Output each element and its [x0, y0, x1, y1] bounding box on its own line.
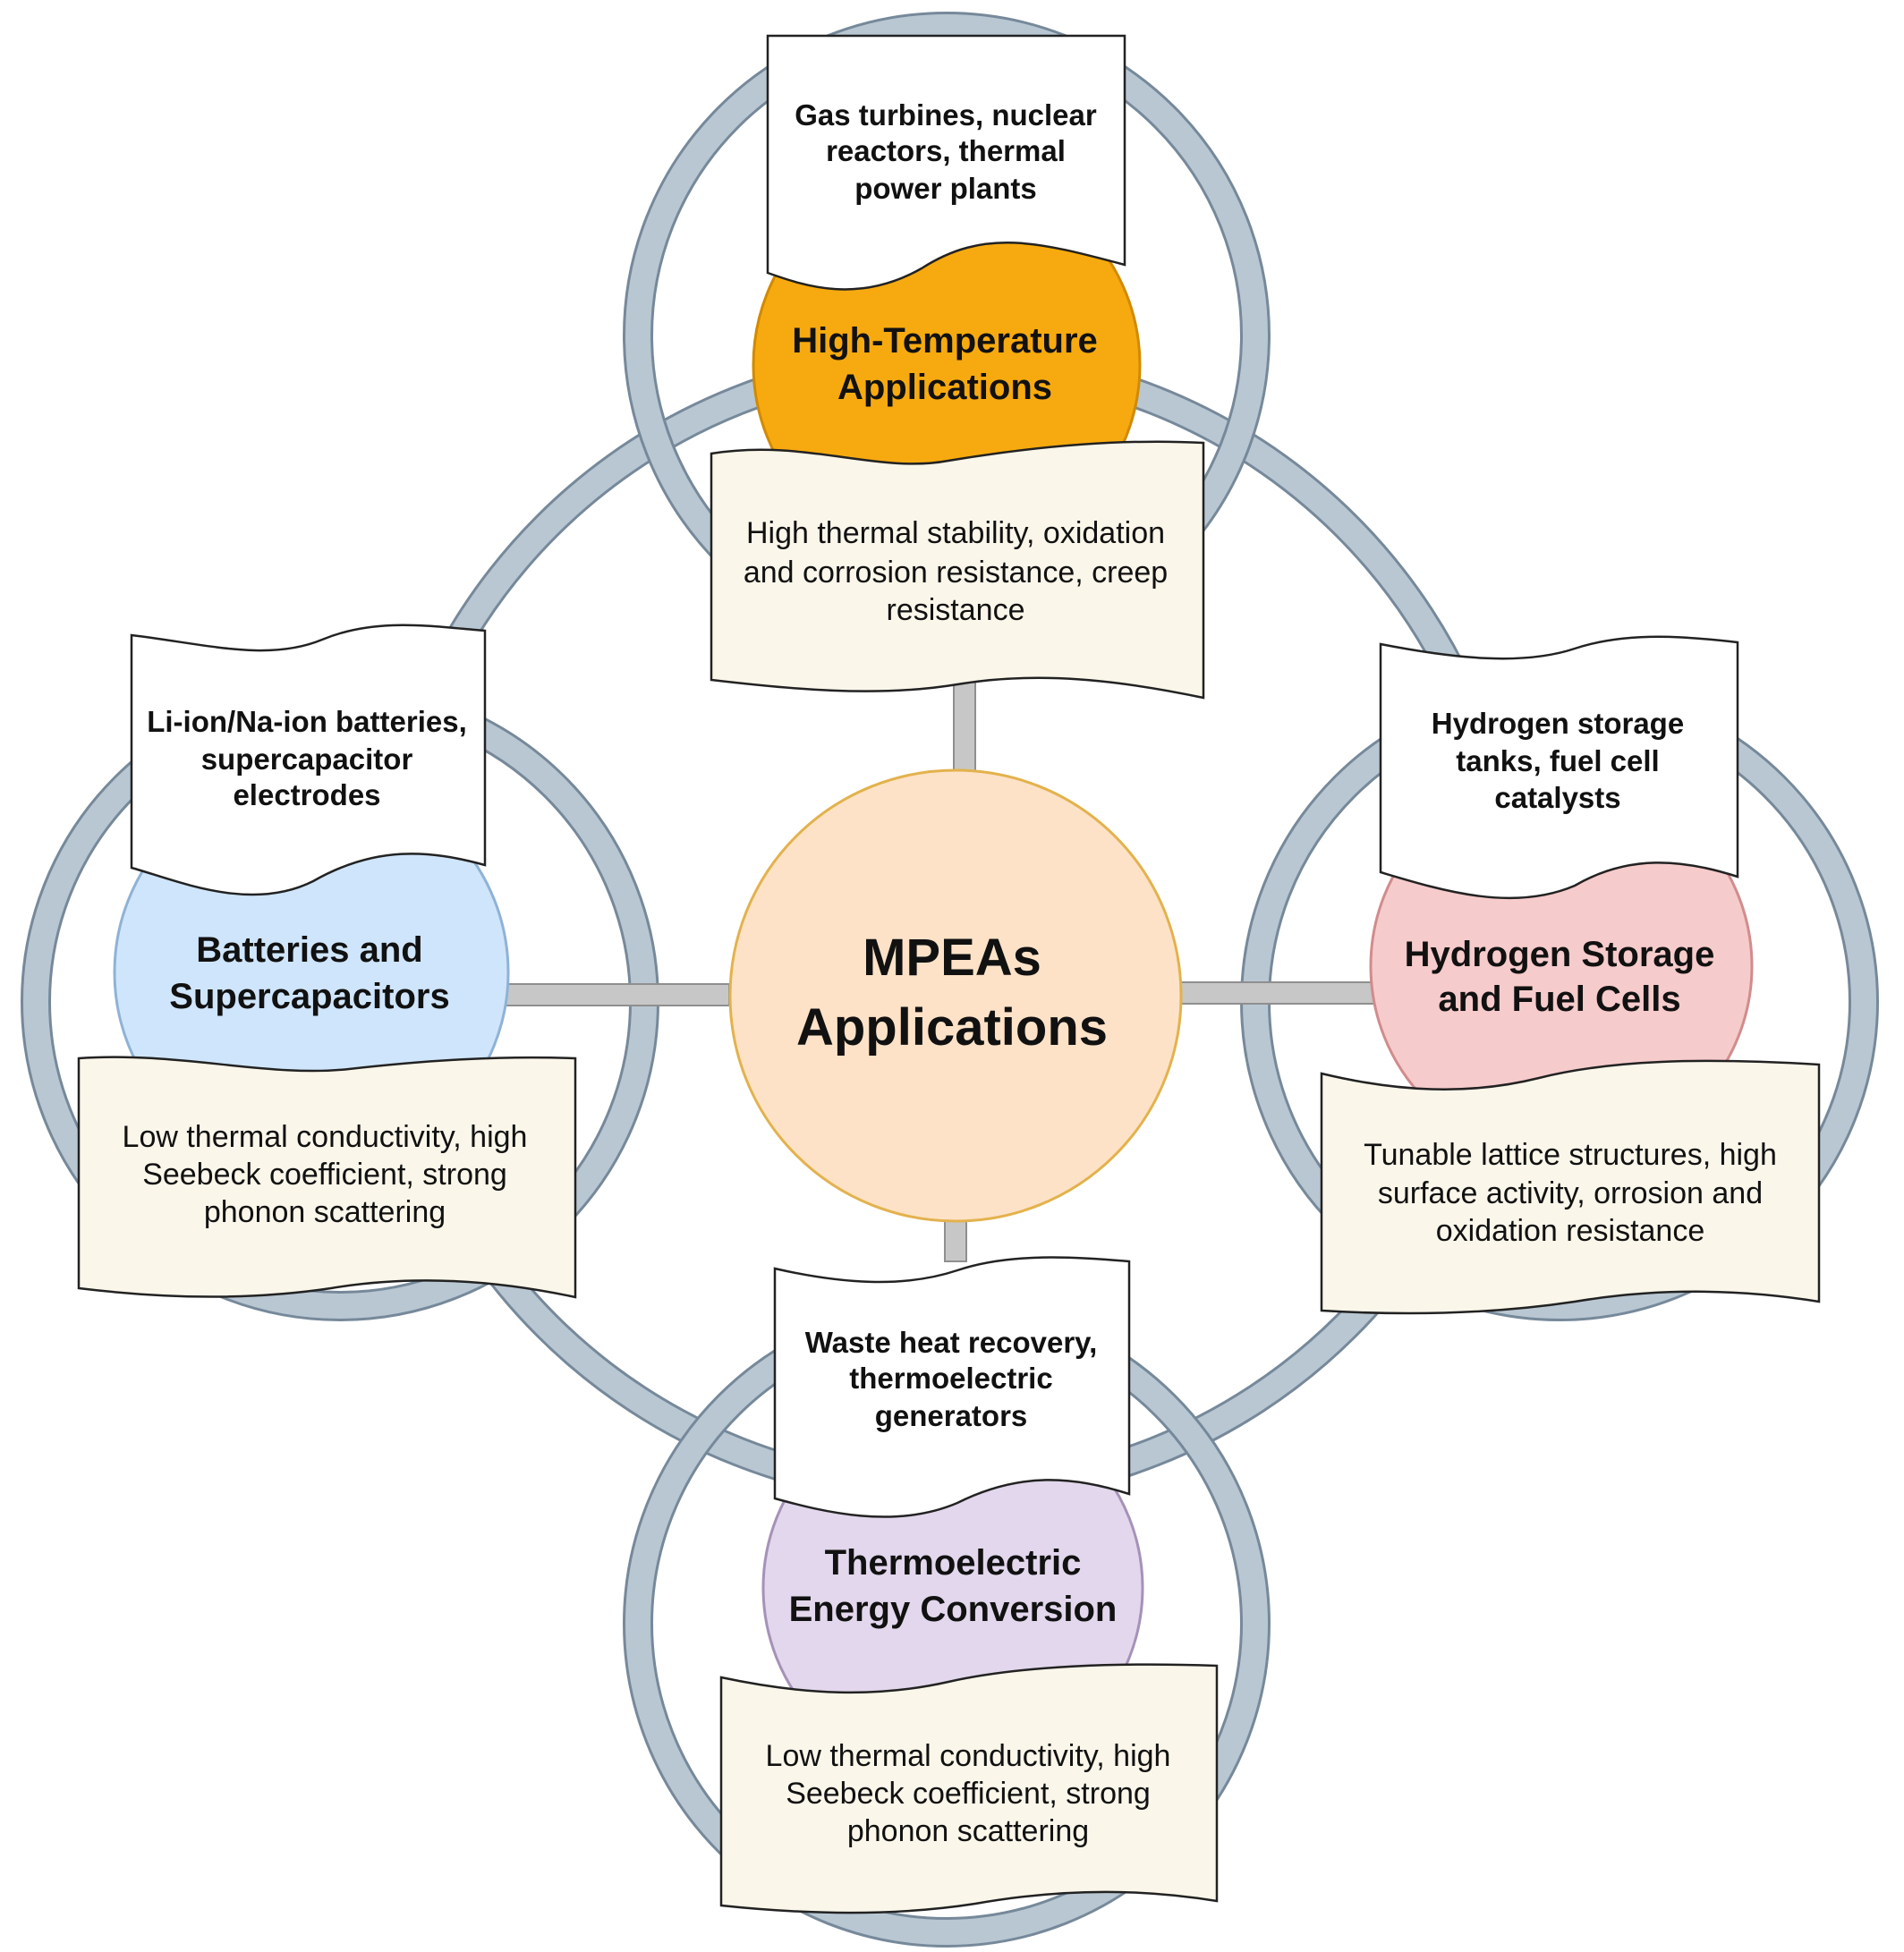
- applications-line: Gas turbines, nuclear: [795, 98, 1097, 132]
- applications-line: power plants: [854, 172, 1037, 205]
- properties-line: oxidation resistance: [1436, 1214, 1705, 1248]
- applications-line: supercapacitor: [201, 743, 413, 776]
- applications-card: [1379, 635, 1739, 900]
- connectors: [505, 679, 1376, 1262]
- node-title-line2: Energy Conversion: [789, 1590, 1118, 1629]
- connector-left: [505, 983, 730, 1006]
- properties-line: surface activity, orrosion and: [1378, 1176, 1763, 1210]
- applications-card: [773, 1256, 1131, 1518]
- node-title-line2: Supercapacitors: [169, 977, 449, 1016]
- node-high-temperature: High-Temperature Applications Gas turbin…: [710, 34, 1205, 700]
- properties-card: [719, 1663, 1219, 1914]
- node-title-line1: High-Temperature: [792, 321, 1098, 361]
- applications-line: electrodes: [233, 778, 380, 811]
- applications-line: Waste heat recovery,: [805, 1326, 1098, 1359]
- hub: MPEAs Applications: [728, 768, 1183, 1223]
- node-batteries: Batteries and Supercapacitors Li-ion/Na-…: [77, 624, 577, 1299]
- node-thermoelectric: Thermoelectric Energy Conversion Waste h…: [719, 1256, 1219, 1914]
- applications-line: tanks, fuel cell: [1456, 744, 1659, 777]
- properties-card: [1320, 1059, 1821, 1315]
- properties-line: Low thermal conductivity, high: [123, 1120, 528, 1154]
- properties-line: High thermal stability, oxidation: [746, 516, 1165, 550]
- properties-line: Low thermal conductivity, high: [766, 1739, 1171, 1773]
- properties-line: phonon scattering: [847, 1814, 1089, 1848]
- hub-circle: [728, 768, 1183, 1223]
- node-title-line1: Batteries and: [196, 930, 422, 970]
- properties-line: Seebeck coefficient, strong: [786, 1777, 1151, 1811]
- properties-line: Tunable lattice structures, high: [1364, 1138, 1777, 1172]
- properties-line: phonon scattering: [204, 1195, 446, 1229]
- properties-line: resistance: [887, 593, 1025, 627]
- properties-card: [77, 1056, 577, 1299]
- node-title-line1: Thermoelectric: [825, 1543, 1082, 1583]
- applications-line: thermoelectric: [849, 1362, 1052, 1395]
- connector-right: [1177, 981, 1376, 1005]
- node-title-line2: and Fuel Cells: [1438, 980, 1680, 1019]
- properties-card: [710, 440, 1205, 700]
- applications-line: reactors, thermal: [826, 134, 1066, 167]
- applications-line: generators: [875, 1399, 1028, 1432]
- connector-top: [953, 679, 976, 779]
- hub-title-line2: Applications: [796, 998, 1108, 1057]
- node-hydrogen: Hydrogen Storage and Fuel Cells Hydrogen…: [1320, 635, 1821, 1315]
- applications-line: catalysts: [1494, 781, 1620, 814]
- properties-line: and corrosion resistance, creep: [744, 556, 1168, 590]
- applications-card: [766, 34, 1126, 291]
- properties-line: Seebeck coefficient, strong: [142, 1158, 507, 1192]
- applications-line: Li-ion/Na-ion batteries,: [147, 705, 467, 738]
- node-title-line1: Hydrogen Storage: [1405, 935, 1715, 974]
- applications-card: [130, 624, 487, 896]
- applications-line: Hydrogen storage: [1432, 707, 1684, 740]
- node-title-line2: Applications: [837, 368, 1052, 407]
- hub-title-line1: MPEAs: [863, 929, 1041, 987]
